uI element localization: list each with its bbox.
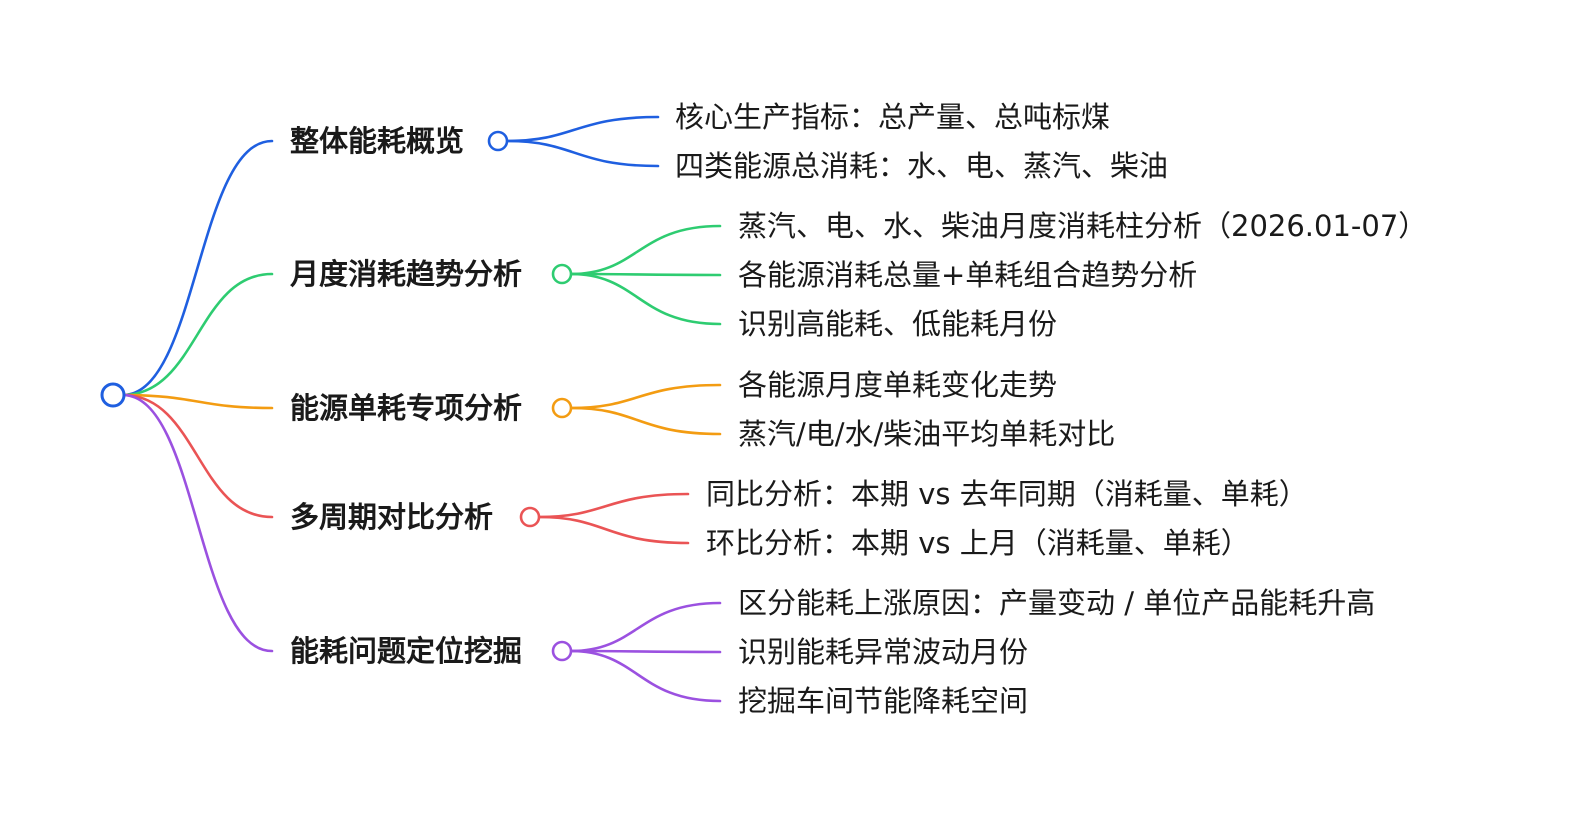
branch-label: 多周期对比分析	[290, 500, 493, 534]
root-node-circle[interactable]	[100, 382, 126, 408]
leaf-label: 挖掘车间节能降耗空间	[738, 684, 1028, 718]
branch-to-leaf-connector	[569, 272, 722, 277]
leaf-label: 环比分析：本期 vs 上月（消耗量、单耗）	[706, 526, 1250, 560]
branch-toggle-circle[interactable]	[519, 506, 541, 528]
branch-to-leaf-connector	[569, 383, 722, 410]
branch-to-leaf-connector	[569, 601, 722, 653]
branch-to-leaf-connector	[569, 649, 722, 654]
branch-toggle-circle[interactable]	[551, 640, 573, 662]
branch-label: 月度消耗趋势分析	[289, 257, 522, 291]
leaf-label: 识别高能耗、低能耗月份	[738, 307, 1057, 341]
root-to-branch-connector	[121, 393, 274, 410]
leaf-label: 各能源月度单耗变化走势	[738, 368, 1057, 402]
nodes-layer: 整体能耗概览 核心生产指标：总产量、总吨标煤四类能源总消耗：水、电、蒸汽、柴油月度…	[100, 100, 1427, 718]
branch-toggle-circle[interactable]	[551, 397, 573, 419]
branch-to-leaf-connector	[569, 224, 722, 276]
leaf-label: 同比分析：本期 vs 去年同期（消耗量、单耗）	[706, 477, 1308, 511]
branch-toggle-circle[interactable]	[551, 263, 573, 285]
branch-label: 整体能耗概览	[290, 124, 464, 158]
branch-to-leaf-connector	[537, 515, 690, 545]
root-to-branch-connector	[121, 393, 274, 519]
leaf-label: 识别能耗异常波动月份	[738, 635, 1028, 669]
branch-to-leaf-connector	[505, 115, 660, 143]
branch-to-leaf-connector	[505, 139, 660, 168]
root-to-branch-connector	[121, 139, 274, 397]
leaf-label: 四类能源总消耗：水、电、蒸汽、柴油	[675, 149, 1168, 183]
leaf-label: 蒸汽、电、水、柴油月度消耗柱分析（2026.01-07）	[738, 209, 1427, 243]
branch-to-leaf-connector	[569, 272, 722, 326]
branch-to-leaf-connector	[569, 406, 722, 436]
leaf-label: 区分能耗上涨原因：产量变动 / 单位产品能耗升高	[738, 586, 1375, 620]
edges-layer	[121, 115, 722, 703]
leaf-label: 蒸汽/电/水/柴油平均单耗对比	[738, 417, 1115, 451]
leaf-label: 各能源消耗总量+单耗组合趋势分析	[738, 258, 1197, 292]
branch-to-leaf-connector	[569, 649, 722, 703]
root-to-branch-connector	[121, 272, 274, 397]
leaf-label: 核心生产指标：总产量、总吨标煤	[675, 100, 1110, 134]
branch-label: 能源单耗专项分析	[290, 391, 522, 425]
branch-label: 能耗问题定位挖掘	[290, 634, 522, 668]
branch-to-leaf-connector	[537, 492, 690, 519]
branch-toggle-circle[interactable]	[487, 130, 509, 152]
root-to-branch-connector	[121, 393, 274, 653]
